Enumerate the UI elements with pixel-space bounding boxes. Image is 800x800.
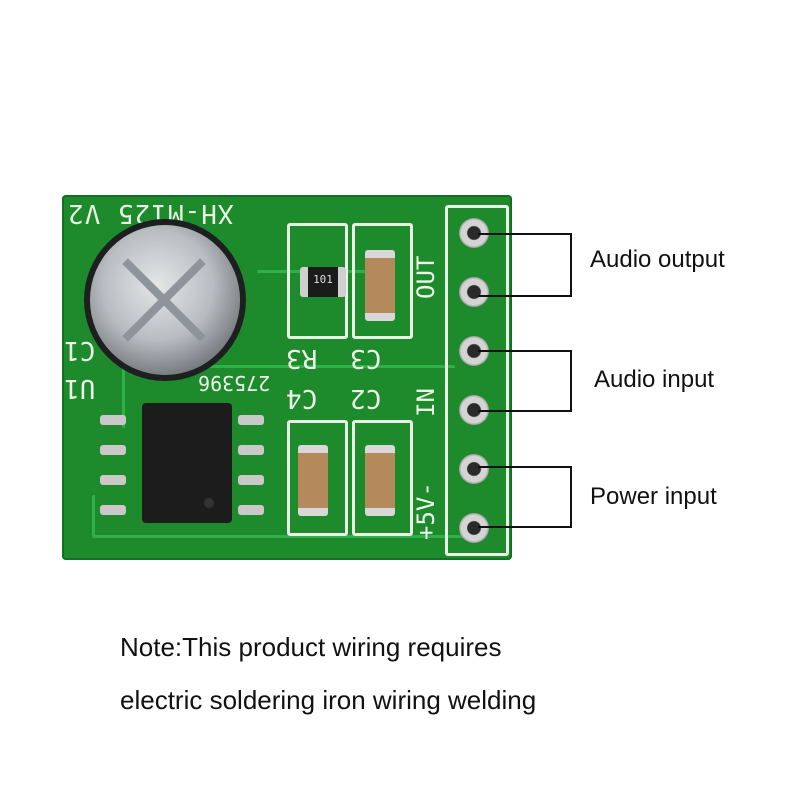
label-c2: C2 — [350, 383, 382, 413]
resistor-r3: 101 — [300, 267, 346, 297]
label-out: OUT — [412, 255, 440, 299]
solder-hole-power-2 — [459, 513, 489, 543]
c3-footprint — [352, 223, 413, 339]
label-power: +5V- — [412, 482, 440, 540]
pcb-trace — [92, 495, 475, 538]
power-input-bracket — [478, 466, 572, 528]
label-c3: C3 — [350, 343, 382, 373]
chip-pin — [238, 445, 264, 455]
capacitor-c3 — [365, 250, 395, 321]
board-model-text: XH-M125 V2 — [67, 198, 234, 228]
label-c4: C4 — [286, 383, 318, 413]
label-r3: R3 — [286, 343, 318, 373]
audio-output-label: Audio output — [590, 246, 725, 273]
chip-pin — [100, 505, 126, 515]
pcb-trace — [122, 365, 455, 428]
chip-pin — [100, 475, 126, 485]
c2-footprint — [352, 420, 413, 536]
power-input-label: Power input — [590, 483, 717, 510]
c4-footprint — [287, 420, 348, 536]
chip-pin — [238, 475, 264, 485]
label-c1: C1 — [64, 335, 96, 365]
note-line-2: electric soldering iron wiring welding — [120, 685, 537, 715]
electrolytic-capacitor — [90, 225, 240, 375]
capacitor-c2 — [365, 445, 395, 516]
label-u1: U1 — [64, 373, 96, 403]
chip-pin — [238, 505, 264, 515]
note-line-1: Note:This product wiring requires — [120, 632, 502, 662]
resistor-code: 101 — [313, 273, 333, 286]
chip-pin — [100, 415, 126, 425]
label-in: IN — [412, 388, 440, 417]
r3-footprint — [287, 223, 348, 339]
serial-number: 275396 — [198, 371, 271, 395]
audio-input-label: Audio input — [594, 366, 715, 393]
pcb-board: XH-M125 V2 C1 U1 275396 101 R3 C3 C4 C2 … — [62, 195, 512, 560]
solder-hole-power-1 — [459, 454, 489, 484]
audio-output-bracket — [478, 233, 572, 297]
pin-header-outline — [445, 205, 509, 556]
capacitor-c4 — [298, 445, 328, 516]
solder-hole-out-2 — [459, 277, 489, 307]
audio-input-bracket — [478, 350, 572, 412]
chip-pin — [100, 445, 126, 455]
chip-pin — [238, 415, 264, 425]
